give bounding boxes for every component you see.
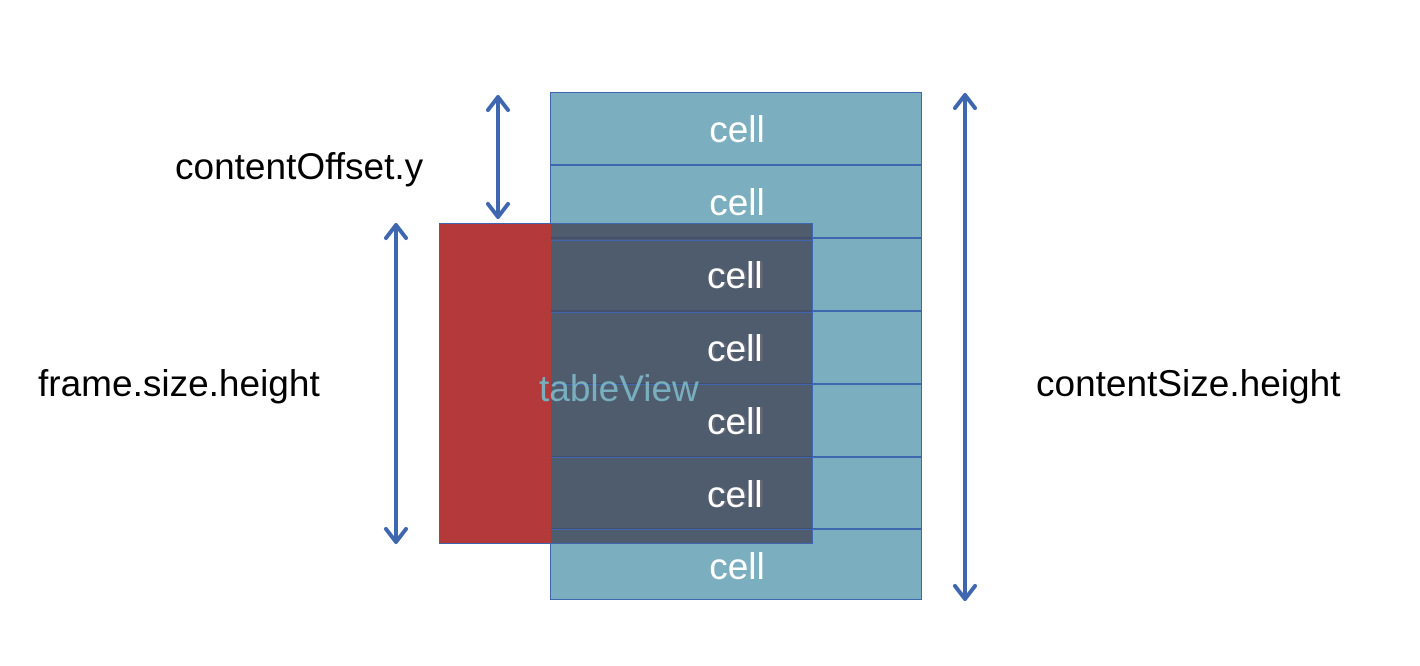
table-view-visible-region <box>551 224 812 543</box>
cell-label: cell <box>709 109 765 150</box>
table-view-label: tableView <box>539 368 699 409</box>
frame-height-label: frame.size.height <box>38 363 320 404</box>
cell-divider <box>551 240 812 241</box>
cell-divider <box>551 384 812 385</box>
cell-1: cell <box>550 92 922 165</box>
cell-divider <box>551 529 812 530</box>
table-view-frame: cell cell cell cell tableView <box>439 223 813 544</box>
content-size-label: contentSize.height <box>1036 363 1341 404</box>
cell-label: cell <box>709 182 765 223</box>
cell-divider <box>551 457 812 458</box>
content-offset-label: contentOffset.y <box>175 146 424 187</box>
cell-label: cell <box>709 546 765 587</box>
frame-height-arrow <box>384 223 408 544</box>
content-offset-arrow <box>486 95 510 219</box>
cell-label: cell <box>707 328 763 369</box>
cell-label: cell <box>707 401 763 442</box>
cell-divider <box>551 312 812 313</box>
table-view-background <box>440 224 551 543</box>
cell-label: cell <box>707 474 763 515</box>
content-size-arrow <box>953 93 977 601</box>
cell-label: cell <box>707 255 763 296</box>
